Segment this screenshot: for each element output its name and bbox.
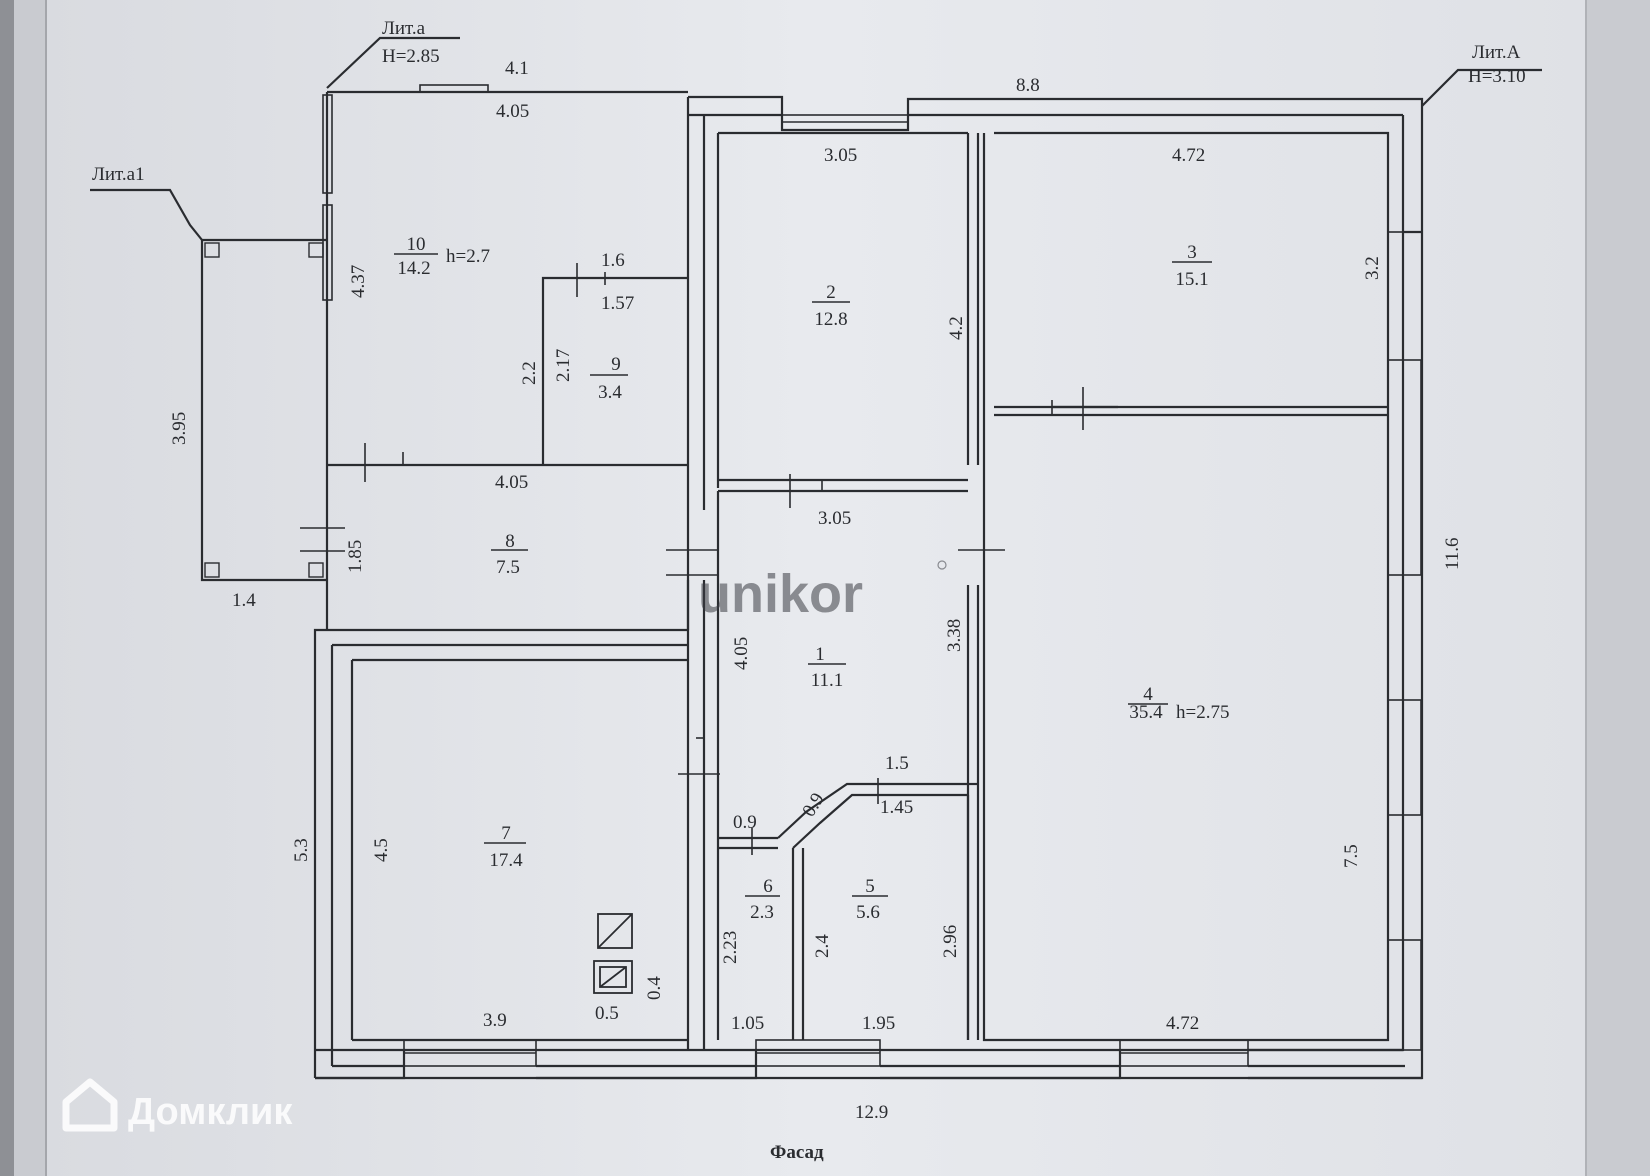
room-3-number: 3 <box>1187 242 1197 263</box>
room-10-area: 14.2 <box>397 258 430 279</box>
dim-7-5: 7.5 <box>1341 844 1362 868</box>
dim-1-95: 1.95 <box>862 1013 895 1034</box>
dim-1-6: 1.6 <box>601 250 625 271</box>
room-1-area: 11.1 <box>811 670 844 691</box>
facade-label: Фасад <box>770 1142 824 1163</box>
dim-4-2: 4.2 <box>946 316 967 340</box>
dim-3-9: 3.9 <box>483 1010 507 1031</box>
dim-11-6: 11.6 <box>1442 537 1463 570</box>
dim-5-3: 5.3 <box>291 838 312 862</box>
domclick-logo-text: Домклик <box>128 1091 293 1133</box>
dim-0-5: 0.5 <box>595 1003 619 1024</box>
dim-12-9: 12.9 <box>855 1102 888 1123</box>
house-icon <box>62 1078 118 1132</box>
dim-3-05-mid: 3.05 <box>818 508 851 529</box>
room-9-area: 3.4 <box>598 382 622 403</box>
corner-marks <box>204 242 324 578</box>
room-10-height: h=2.7 <box>446 246 490 267</box>
lit-labels: Лит.a H=2.85 Лит.a1 Лит.А H=3.10 Фасад <box>92 18 1526 1163</box>
room-fraction-lines <box>394 253 1212 897</box>
room-9-number: 9 <box>611 354 621 375</box>
room-8-number: 8 <box>505 531 515 552</box>
dim-3-38: 3.38 <box>944 619 965 652</box>
dim-4-72-top: 4.72 <box>1172 145 1205 166</box>
lit-A-label: Лит.А <box>1472 42 1521 63</box>
lit-a-label: Лит.a <box>382 18 426 39</box>
room-4-number: 4 <box>1143 684 1153 705</box>
dim-1-45: 1.45 <box>880 797 913 818</box>
room-6-area: 2.3 <box>750 902 774 923</box>
dim-3-05-top: 3.05 <box>824 145 857 166</box>
dim-4-72-bot: 4.72 <box>1166 1013 1199 1034</box>
dim-4-05-top: 4.05 <box>496 101 529 122</box>
dim-4-05-v: 4.05 <box>731 637 752 670</box>
dim-4-1: 4.1 <box>505 58 529 79</box>
room-labels: 1 11.1 2 12.8 3 15.1 4 35.4 h=2.75 5 5.6… <box>397 234 1229 923</box>
lit-a-height: H=2.85 <box>382 46 440 67</box>
lit-a1-label: Лит.a1 <box>92 164 145 185</box>
dim-3-2: 3.2 <box>1362 256 1383 280</box>
dim-2-2: 2.2 <box>519 361 540 385</box>
dim-2-23: 2.23 <box>720 931 741 964</box>
room-5-area: 5.6 <box>856 902 880 923</box>
door-marks <box>300 263 1084 855</box>
room-7-number: 7 <box>501 823 511 844</box>
dim-0-9-a: 0.9 <box>733 812 757 833</box>
dim-4-37: 4.37 <box>348 265 369 298</box>
dim-8-8: 8.8 <box>1016 75 1040 96</box>
boiler-icon <box>593 913 633 994</box>
room-3-area: 15.1 <box>1175 269 1208 290</box>
dim-1-57: 1.57 <box>601 293 634 314</box>
room-5-number: 5 <box>865 876 875 897</box>
room-6-number: 6 <box>763 876 773 897</box>
dim-1-4: 1.4 <box>232 590 256 611</box>
dim-4-5: 4.5 <box>371 838 392 862</box>
room-4-area: 35.4 <box>1129 702 1163 723</box>
dim-2-96: 2.96 <box>940 925 961 958</box>
room-2-number: 2 <box>826 282 836 303</box>
dim-3-95: 3.95 <box>169 412 190 445</box>
dim-1-05: 1.05 <box>731 1013 764 1034</box>
dimensions: 4.1 4.05 8.8 3.05 4.72 1.6 1.57 4.05 3.0… <box>169 58 1463 1123</box>
room-2-area: 12.8 <box>814 309 847 330</box>
unikor-watermark: unikor <box>698 560 947 624</box>
dim-4-05-mid: 4.05 <box>495 472 528 493</box>
lit-A-height: H=3.10 <box>1468 66 1526 87</box>
paper-sheet <box>46 0 1586 1176</box>
dim-2-17: 2.17 <box>553 349 574 382</box>
room-8-area: 7.5 <box>496 557 520 578</box>
room-10-number: 10 <box>407 234 426 255</box>
room-7-area: 17.4 <box>489 850 523 871</box>
domclick-watermark: Домклик <box>62 1078 293 1133</box>
dim-2-4: 2.4 <box>812 934 833 958</box>
unikor-logo: unikor <box>698 564 863 624</box>
room-4-height: h=2.75 <box>1176 702 1229 723</box>
dim-1-85: 1.85 <box>345 540 366 573</box>
dim-1-5: 1.5 <box>885 753 909 774</box>
room-1-number: 1 <box>815 644 825 665</box>
windows <box>322 84 1422 1067</box>
dim-0-4: 0.4 <box>644 976 665 1000</box>
